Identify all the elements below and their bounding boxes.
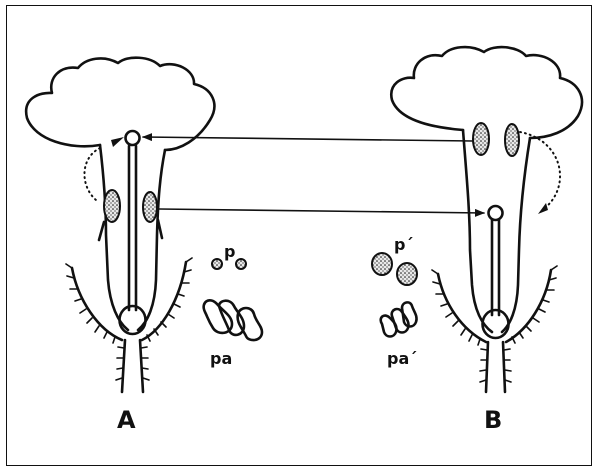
flower-b-stem [486,342,505,392]
flower-a-arc-arrowhead [111,137,124,147]
flower-a-ovary [120,306,146,334]
flower-a-anther-right [143,192,157,222]
flower-b-stigma [489,206,503,220]
pollen-a-grain-1 [212,259,222,269]
flower-a-anther-left [104,190,120,222]
papillae-a-group [204,300,262,340]
pollen-b-grain-2 [397,263,417,285]
label-flower-b: B [484,406,502,434]
label-pollen-b: p´ [394,235,413,254]
flower-b-arc-arrowhead [538,203,548,214]
papilla-b-2 [392,309,409,332]
flower-b-style [492,220,499,315]
papilla-a-3 [238,308,262,340]
flower-a-dotted-arc [84,148,100,200]
flower-b-calyx-left [438,274,486,342]
arrow-a-anthers-to-b-stigma [159,209,484,213]
pollen-b-group [372,253,417,285]
flower-a-calyx-right [142,262,186,340]
flower-a-stem-hairs [116,347,149,380]
flower-a-filament-right [158,220,162,238]
flower-b-corolla-lobes [391,47,582,138]
flower-a-stem [122,340,143,392]
label-papillae-a: pa [210,349,232,368]
flower-b-ovary [483,310,509,338]
flower-a-tube-right [138,150,165,330]
flower-a-tube-left [100,145,128,330]
flower-b-tube-right [502,138,530,332]
flower-a [26,58,214,392]
label-flower-a: A [117,406,136,434]
label-papillae-b: pa´ [387,349,417,368]
pollen-b-grain-1 [372,253,392,275]
flower-b [391,47,582,392]
flower-b-tube-left [463,130,492,332]
flower-b-anther-left [473,123,489,155]
flower-a-style [129,146,136,310]
flower-a-filament-left [99,222,104,240]
label-pollen-a: p [224,242,235,261]
flower-b-stem-hairs [480,349,511,382]
papillae-b-group [381,302,417,336]
flower-b-calyx-right [506,270,551,342]
pollen-a-grain-2 [236,259,246,269]
flower-b-anther-right [505,124,519,156]
flower-a-corolla-lobes [26,58,214,150]
flower-a-stigma [126,131,140,145]
